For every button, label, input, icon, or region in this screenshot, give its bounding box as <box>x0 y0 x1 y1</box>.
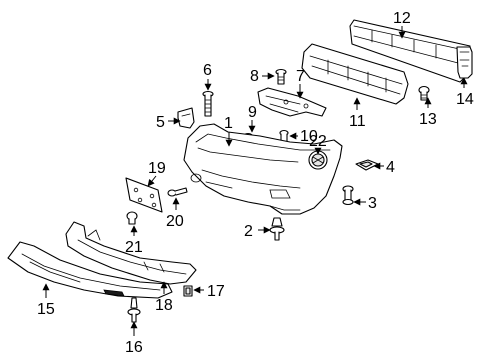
callouts: 1 2 3 4 5 6 7 8 9 10 11 12 13 14 15 16 1… <box>37 10 474 356</box>
energy-absorber-11 <box>301 43 409 105</box>
callout-9: 9 <box>248 104 257 121</box>
callout-12: 12 <box>393 10 411 27</box>
leader-lines <box>42 26 468 336</box>
callout-18: 18 <box>155 297 173 314</box>
impact-bar-12 <box>349 19 471 83</box>
push-pin-16 <box>127 297 141 323</box>
grommet-21 <box>126 211 138 225</box>
callout-14: 14 <box>456 91 474 108</box>
callout-16: 16 <box>125 339 143 356</box>
lower-valance-15 <box>7 241 173 299</box>
callout-5: 5 <box>156 114 165 131</box>
lower-deflector-18 <box>65 221 197 285</box>
callout-1: 1 <box>224 115 233 132</box>
bracket-5 <box>177 107 195 129</box>
callout-10: 10 <box>300 128 318 145</box>
callout-21: 21 <box>125 239 143 256</box>
callout-2: 2 <box>244 223 253 240</box>
callout-3: 3 <box>368 195 377 212</box>
callout-11: 11 <box>349 113 366 130</box>
callout-17: 17 <box>207 283 225 300</box>
push-pin-2 <box>269 217 285 241</box>
callout-15: 15 <box>37 301 55 318</box>
push-pin-3 <box>342 185 354 206</box>
leader-19 <box>147 175 157 187</box>
callout-22: 22 <box>309 133 327 150</box>
callout-8: 8 <box>250 68 259 85</box>
license-bracket-19 <box>125 177 163 213</box>
bracket-14 <box>456 46 473 79</box>
bolt-13 <box>418 85 430 101</box>
clip-17 <box>183 285 193 297</box>
emblem-22 <box>308 150 328 170</box>
stud-6 <box>202 90 214 117</box>
push-pin-8 <box>275 68 287 85</box>
bumper-fascia-1 <box>183 123 343 215</box>
screw-20 <box>167 187 188 197</box>
callout-13: 13 <box>419 111 437 128</box>
callout-6: 6 <box>203 62 212 79</box>
upper-bracket-7 <box>257 87 327 117</box>
callout-20: 20 <box>166 213 184 230</box>
callout-4: 4 <box>386 159 395 176</box>
callout-7: 7 <box>296 68 305 85</box>
nut-clip-4 <box>355 159 379 171</box>
callout-19: 19 <box>148 160 166 177</box>
